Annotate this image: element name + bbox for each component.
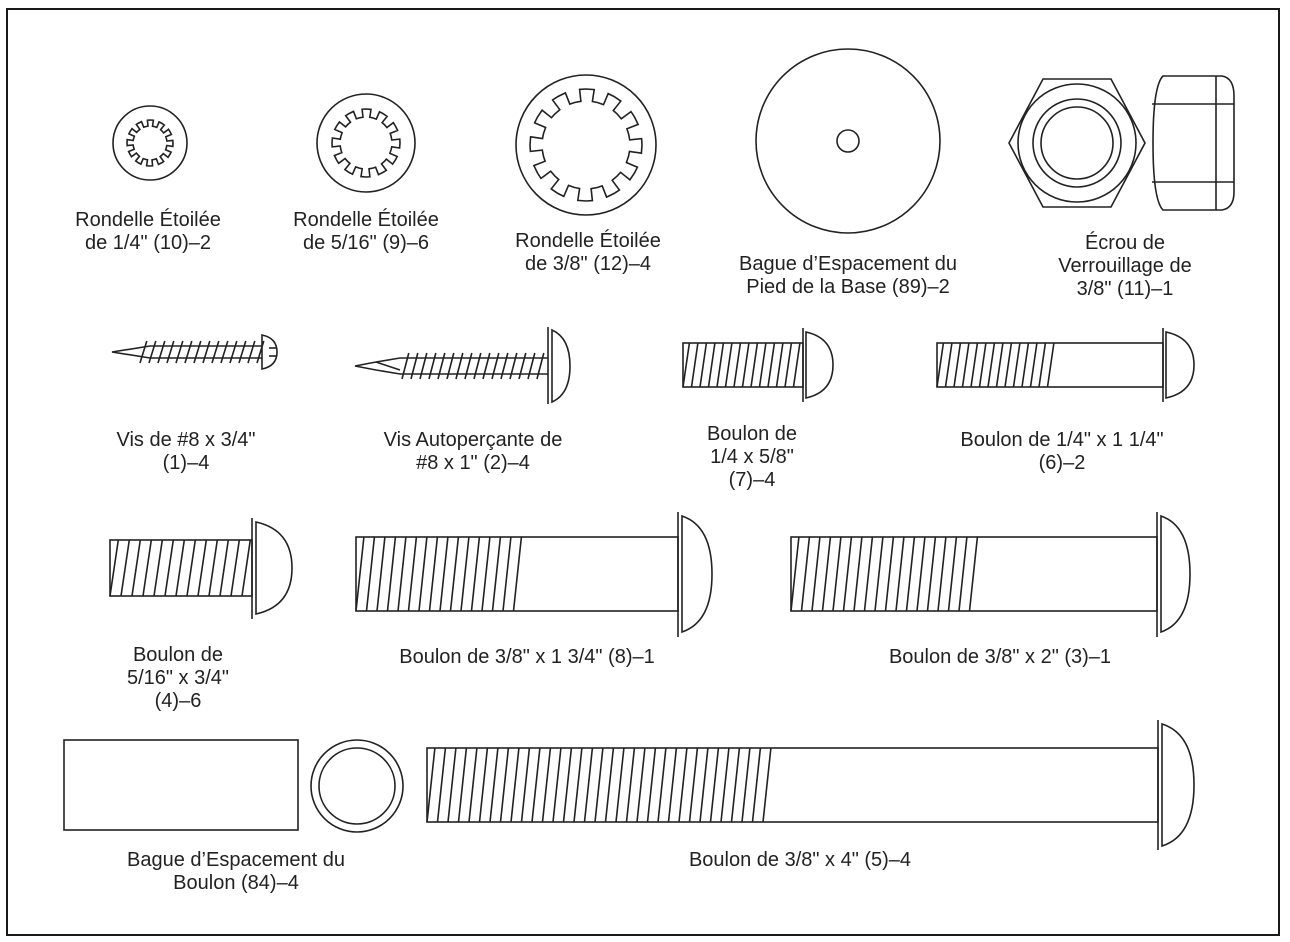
star-washer-three-eighths-icon — [515, 74, 657, 216]
bolt-spacer-ring-icon — [310, 739, 404, 833]
self-tapping-screw-icon — [354, 327, 571, 404]
bolt-3-8-4-icon — [426, 720, 1195, 850]
bolt-quarter-5-8-icon — [682, 328, 834, 402]
label-star-washer-three-eighths: Rondelle Étoilée de 3/8" (12)–4 — [515, 230, 661, 275]
diagram-frame — [6, 8, 1280, 936]
label-base-foot-spacer: Bague d’Espacement du Pied de la Base (8… — [739, 253, 957, 298]
label-bolt-quarter-5-8: Boulon de 1/4 x 5/8" (7)–4 — [706, 423, 798, 491]
label-bolt-spacer: Bague d’Espacement du Boulon (84)–4 — [127, 849, 345, 894]
label-bolt-3-8-1-3-4: Boulon de 3/8" x 1 3/4" (8)–1 — [399, 646, 655, 668]
label-star-washer-five-sixteenths: Rondelle Étoilée de 5/16" (9)–6 — [293, 209, 439, 254]
label-lock-nut: Écrou de Verrouillage de 3/8" (11)–1 — [1058, 232, 1192, 300]
bolt-quarter-1-1-4-icon — [936, 328, 1195, 402]
bolt-3-8-1-3-4-icon — [355, 512, 713, 637]
bolt-spacer-side-icon — [63, 739, 299, 831]
label-bolt-3-8-4: Boulon de 3/8" x 4" (5)–4 — [688, 849, 912, 871]
screw-8x3-4-icon — [111, 334, 278, 370]
lock-nut-side-icon — [1152, 75, 1235, 211]
bolt-3-8-2-icon — [790, 512, 1191, 637]
label-star-washer-quarter: Rondelle Étoilée de 1/4" (10)–2 — [75, 209, 221, 254]
lock-nut-front-icon — [1008, 78, 1146, 208]
label-screw-8x3-4: Vis de #8 x 3/4" (1)–4 — [116, 429, 256, 474]
star-washer-quarter-icon — [112, 105, 188, 181]
label-self-tapping-screw: Vis Autoperçante de #8 x 1" (2)–4 — [383, 429, 563, 474]
label-bolt-3-8-2: Boulon de 3/8" x 2" (3)–1 — [888, 646, 1112, 668]
star-washer-five-sixteenths-icon — [316, 93, 416, 193]
label-bolt-quarter-1-1-4: Boulon de 1/4" x 1 1/4" (6)–2 — [960, 429, 1164, 474]
base-foot-spacer-icon — [755, 48, 941, 234]
bolt-5-16-3-4-icon — [109, 518, 293, 619]
label-bolt-5-16-3-4: Boulon de 5/16" x 3/4" (4)–6 — [126, 644, 230, 712]
